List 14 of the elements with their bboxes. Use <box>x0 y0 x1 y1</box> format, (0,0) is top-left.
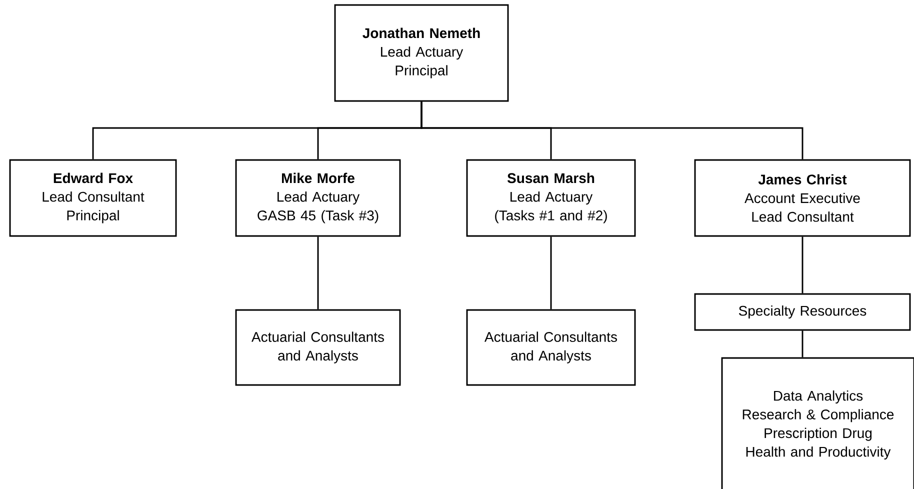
resource-box: Data Analytics Research & Compliance Prescription Drug Health and Productivity <box>721 357 914 489</box>
team-box: Actuarial Consultants and Analysts <box>466 309 636 386</box>
connector-line <box>420 102 804 160</box>
connector-line <box>802 330 804 358</box>
connector-line <box>317 236 319 310</box>
person-box: Jonathan Nemeth Lead Actuary Principal <box>334 4 509 102</box>
team-box: Specialty Resources <box>694 293 911 331</box>
person-box: Susan Marsh Lead Actuary (Tasks #1 and #2) <box>466 159 636 237</box>
team-box: Actuarial Consultants and Analysts <box>235 309 401 386</box>
person-box: Edward Fox Lead Consultant Principal <box>9 159 177 237</box>
person-box: Mike Morfe Lead Actuary GASB 45 (Task #3) <box>235 159 401 237</box>
connector-line <box>550 236 552 310</box>
person-box: James Christ Account Executive Lead Consultant <box>694 159 911 237</box>
connector-line <box>802 236 804 294</box>
